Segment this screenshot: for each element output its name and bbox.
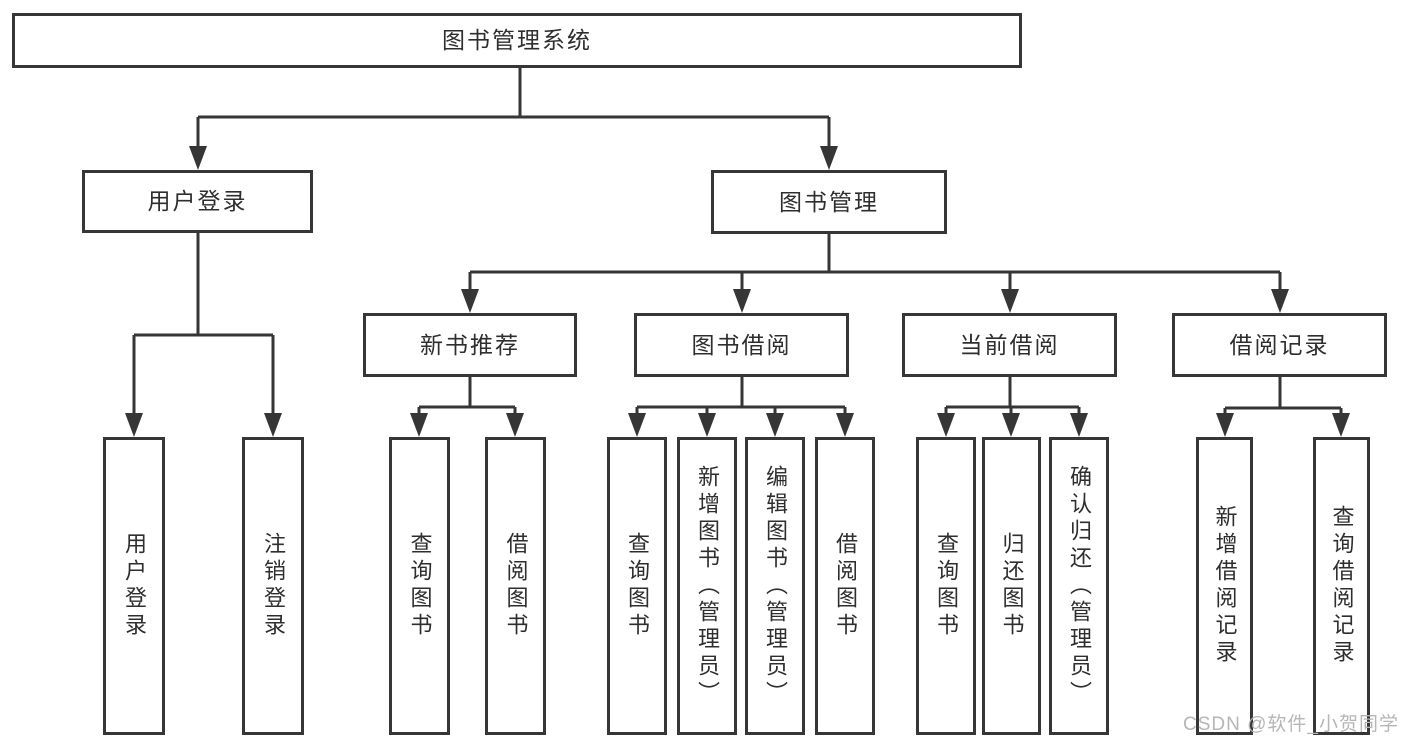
arrowhead [937,413,955,437]
node-book-borrow: 图书借阅 [634,313,849,377]
arrowhead [1002,413,1020,437]
leaf-nb-query-books: 查询图书 [389,437,450,735]
leaf-br-add-record: 新增借阅记录 [1196,437,1253,735]
arrowhead [461,289,479,313]
connector-currentborrow-to-leaves [944,377,1081,415]
arrowhead [125,413,143,437]
node-current-borrow: 当前借阅 [902,313,1117,377]
arrowhead [264,413,282,437]
arrowhead [1001,289,1019,313]
leaf-cb-confirm-return-admin: 确认归还（管理员） [1049,437,1109,735]
leaf-bb-borrow-books: 借阅图书 [815,437,875,735]
connector-root-to-level2 [196,68,831,150]
arrowhead [189,146,207,170]
arrowhead [628,413,646,437]
arrowhead [698,413,716,437]
leaf-logout: 注销登录 [242,437,304,735]
connector-userlogin-to-leaves [132,233,275,415]
arrowhead [733,289,751,313]
arrowhead [820,146,838,170]
leaf-nb-borrow-books: 借阅图书 [485,437,546,735]
leaf-bb-add-books-admin: 新增图书（管理员） [677,437,737,735]
connector-bookmgmt-to-level3 [468,234,1282,292]
arrowhead [410,413,428,437]
watermark-text: CSDN @软件_小贺同学 [1183,714,1399,735]
arrowhead [1216,413,1234,437]
leaf-bb-edit-books-admin: 编辑图书（管理员） [745,437,805,735]
arrowhead [1070,413,1088,437]
node-root: 图书管理系统 [12,13,1022,68]
node-new-book-recommend: 新书推荐 [363,313,577,377]
leaf-br-query-record: 查询借阅记录 [1313,437,1370,735]
node-book-management: 图书管理 [711,170,947,234]
arrowhead [506,413,524,437]
arrowhead [1271,289,1289,313]
arrowhead [1332,413,1350,437]
node-user-login: 用户登录 [82,170,313,233]
leaf-bb-query-books: 查询图书 [607,437,667,735]
arrowhead [836,413,854,437]
node-borrow-records: 借阅记录 [1172,313,1387,377]
connector-bookborrow-to-leaves [635,377,847,415]
arrowhead [766,413,784,437]
leaf-cb-return-books: 归还图书 [982,437,1041,735]
leaf-cb-query-books: 查询图书 [916,437,976,735]
connector-newbook-to-leaves [417,377,517,415]
connector-records-to-leaves [1223,377,1343,415]
leaf-user-login: 用户登录 [103,437,165,735]
